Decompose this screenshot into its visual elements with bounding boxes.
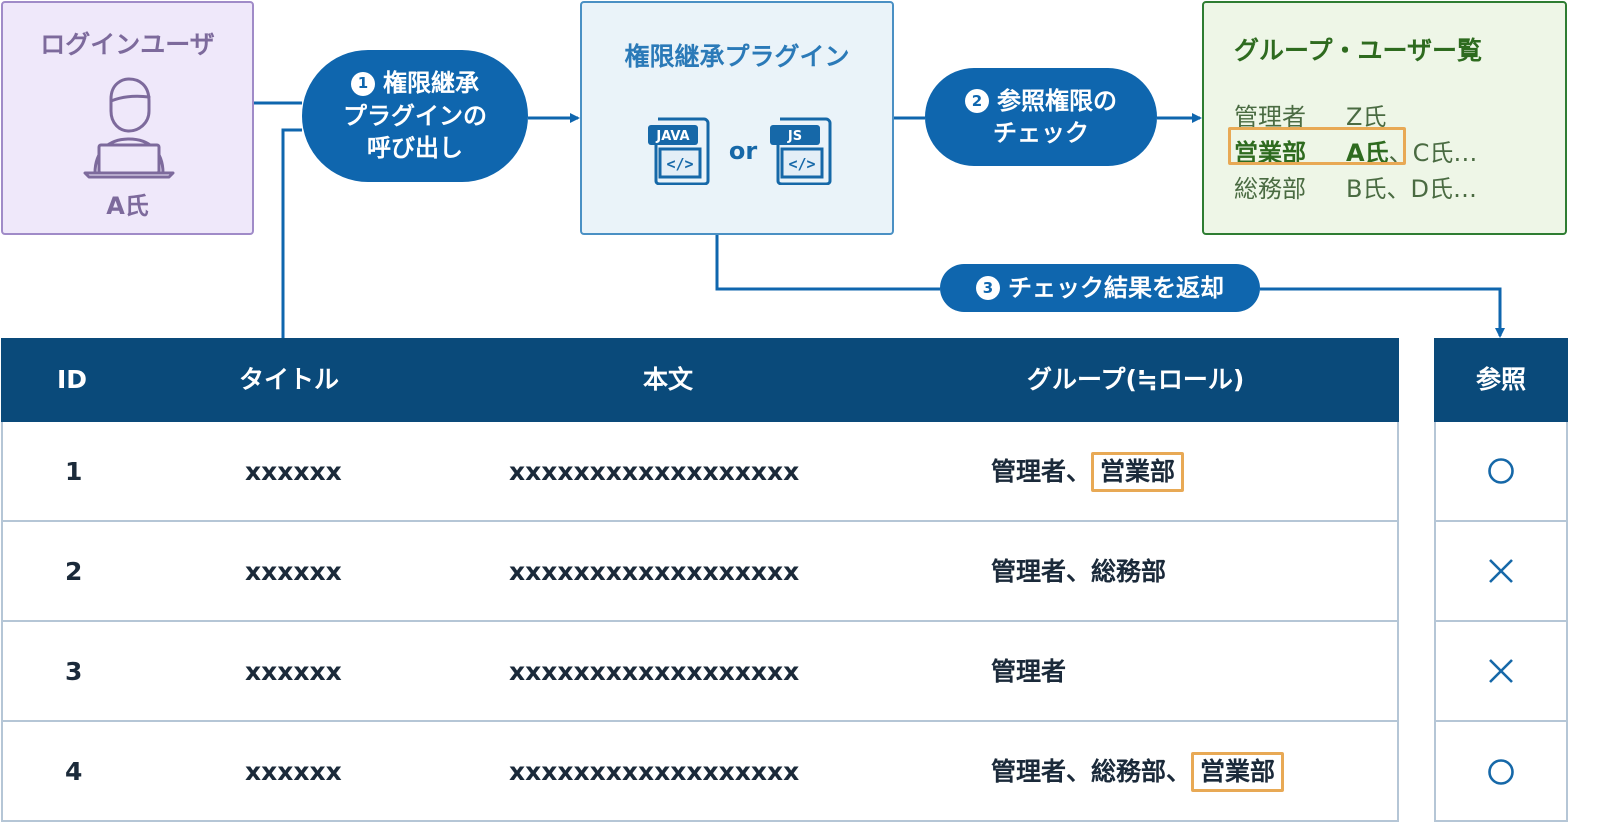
- table-row: 3 xxxxxx xxxxxxxxxxxxxxxxxx 管理者: [3, 622, 1397, 722]
- cell-body: xxxxxxxxxxxxxxxxxx: [509, 757, 800, 786]
- step3-number: 3: [976, 276, 1000, 300]
- group-user-list-title: グループ・ユーザー覧: [1234, 36, 1483, 65]
- cell-title: xxxxxx: [245, 557, 342, 586]
- cell-id: 2: [65, 557, 83, 586]
- step2-number: 2: [965, 89, 989, 114]
- or-text: or: [728, 137, 758, 165]
- step1-line3: 呼び出し: [367, 134, 463, 163]
- step2-line1: 参照権限の: [997, 86, 1117, 115]
- group-text: 管理者: [991, 657, 1067, 686]
- step1-number: 1: [351, 71, 375, 96]
- cell-body: xxxxxxxxxxxxxxxxxx: [509, 457, 800, 486]
- highlight-frame-sales-a: [1228, 127, 1406, 165]
- cell-id: 3: [65, 657, 83, 686]
- reference-cell: [1436, 422, 1566, 522]
- login-user-title: ログインユーザ: [40, 30, 215, 59]
- cell-id: 4: [65, 757, 83, 786]
- table-row: 2 xxxxxx xxxxxxxxxxxxxxxxxx 管理者、総務部: [3, 522, 1397, 622]
- header-group: グループ(≒ロール): [1027, 365, 1245, 394]
- table-body: 1 xxxxxx xxxxxxxxxxxxxxxxxx 管理者、営業部 2 xx…: [1, 422, 1399, 822]
- js-label: JS: [787, 129, 802, 144]
- group-users: B氏、D氏…: [1346, 175, 1477, 203]
- cell-title: xxxxxx: [245, 657, 342, 686]
- group-users: Z氏: [1346, 103, 1387, 131]
- step3-label: チェック結果を返却: [1008, 273, 1224, 302]
- group-text: 管理者、総務部、: [991, 757, 1192, 786]
- cell-id: 1: [65, 457, 83, 486]
- denied-cross-icon: [1489, 559, 1513, 583]
- connector-step3-to-reference: [1260, 287, 1505, 338]
- header-body: 本文: [643, 365, 694, 394]
- connector-plugin-to-step3: [715, 235, 940, 291]
- reference-cell: [1436, 522, 1566, 622]
- reference-body: [1434, 422, 1568, 822]
- login-user-name: A氏: [106, 192, 149, 220]
- group-list-row: 管理者 Z氏: [1234, 97, 1386, 131]
- step1-line1: 権限継承: [383, 69, 479, 98]
- step2-check-permission: 2 参照権限の チェック: [925, 68, 1157, 166]
- allowed-circle-icon: [1488, 759, 1514, 785]
- user-laptop-icon: [83, 77, 175, 179]
- cell-title: xxxxxx: [245, 457, 342, 486]
- java-file-icon: JAVA </>: [648, 117, 710, 185]
- group-text: 管理者、総務部: [991, 557, 1167, 586]
- cell-body: xxxxxxxxxxxxxxxxxx: [509, 657, 800, 686]
- plugin-title: 権限継承プラグイン: [624, 42, 850, 71]
- table-header: ID タイトル 本文 グループ(≒ロール): [1, 338, 1399, 422]
- reference-cell: [1436, 622, 1566, 722]
- reference-header-label: 参照: [1475, 365, 1526, 394]
- table-row: 4 xxxxxx xxxxxxxxxxxxxxxxxx 管理者、総務部、営業部: [3, 722, 1397, 822]
- group-highlight: 営業部: [1191, 752, 1285, 792]
- reference-header: 参照: [1434, 338, 1568, 422]
- plugin-box: 権限継承プラグイン JAVA </> or JS </>: [580, 1, 894, 235]
- group-name: 管理者: [1234, 103, 1306, 131]
- login-user-box: ログインユーザ A氏: [1, 1, 254, 235]
- header-id: ID: [57, 365, 88, 394]
- cell-group: 管理者: [991, 622, 1066, 722]
- java-label: JAVA: [655, 129, 689, 144]
- java-code-glyph: </>: [666, 155, 693, 173]
- reference-cell: [1436, 722, 1566, 822]
- group-text: 管理者、: [991, 457, 1092, 486]
- step1-line2: プラグインの: [343, 101, 487, 130]
- cell-group: 管理者、営業部: [991, 422, 1185, 522]
- cell-body: xxxxxxxxxxxxxxxxxx: [509, 557, 800, 586]
- group-name: 総務部: [1234, 175, 1306, 203]
- cell-group: 管理者、総務部: [991, 522, 1166, 622]
- group-list-row: 総務部 B氏、D氏…: [1234, 169, 1477, 203]
- js-code-glyph: </>: [788, 155, 815, 173]
- denied-cross-icon: [1489, 659, 1513, 683]
- allowed-circle-icon: [1488, 458, 1514, 484]
- group-highlight: 営業部: [1091, 452, 1185, 492]
- cell-title: xxxxxx: [245, 757, 342, 786]
- js-file-icon: JS </>: [770, 117, 832, 185]
- connector-table-to-step1: [281, 128, 302, 338]
- header-title: タイトル: [239, 365, 340, 394]
- step3-return-result: 3 チェック結果を返却: [940, 264, 1260, 312]
- cell-group: 管理者、総務部、営業部: [991, 722, 1285, 822]
- table-row: 1 xxxxxx xxxxxxxxxxxxxxxxxx 管理者、営業部: [3, 422, 1397, 522]
- step1-call-plugin: 1 権限継承 プラグインの 呼び出し: [302, 50, 528, 182]
- step2-line2: チェック: [993, 119, 1089, 147]
